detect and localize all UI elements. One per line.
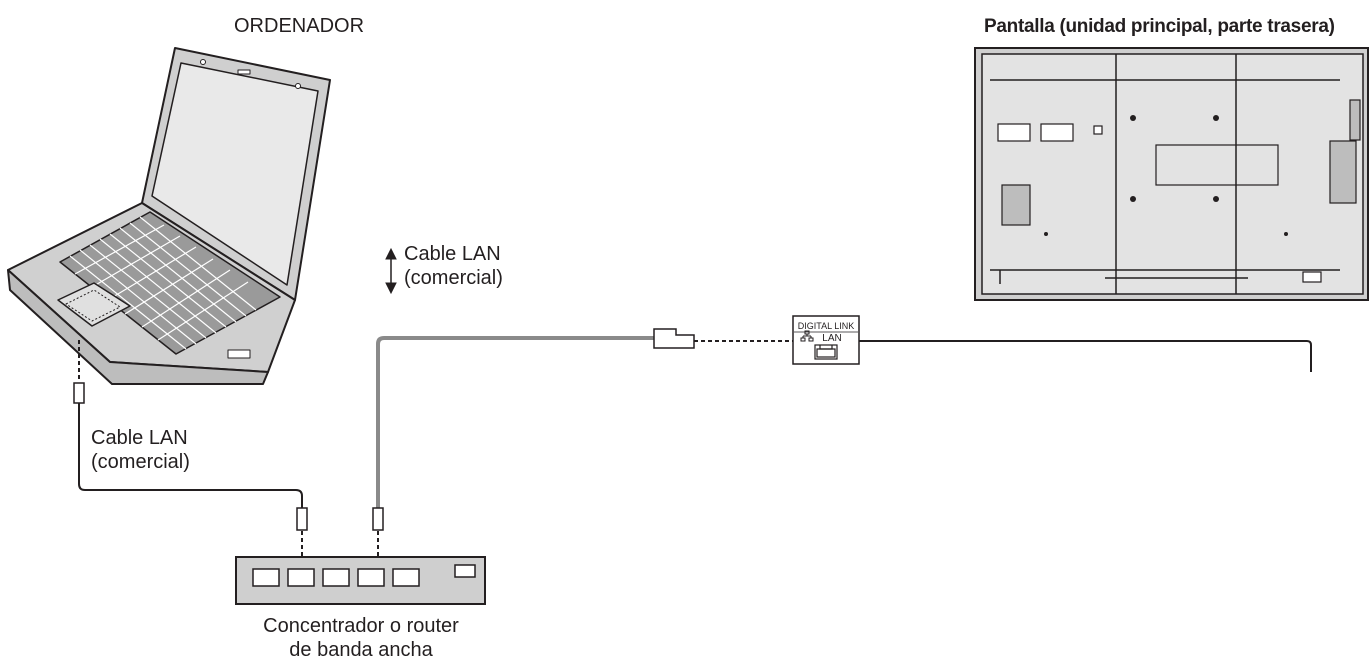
- lan-jack-icon: [814, 344, 838, 360]
- double-arrow-icon: [385, 247, 397, 295]
- port-label-lan: LAN: [822, 333, 841, 344]
- hub-label-line2: de banda ancha: [289, 639, 433, 661]
- port-label-digital-link: DIGITAL LINK: [798, 321, 855, 331]
- cable-lan-sublabel-top: (comercial): [404, 267, 503, 289]
- display-lan-cable: [372, 328, 820, 568]
- laptop-illustration: [7, 47, 331, 385]
- digital-link-port-panel: [792, 315, 860, 365]
- display-internal-cable: [859, 340, 1312, 372]
- display-rear-panel: [974, 47, 1369, 301]
- hub-label-line1: Concentrador o router: [263, 615, 459, 637]
- cable-lan-sublabel-bottom: (comercial): [91, 451, 190, 473]
- cable-lan-label-bottom: Cable LAN: [91, 427, 188, 449]
- display-title: Pantalla (unidad principal, parte traser…: [984, 16, 1335, 37]
- network-icon: [800, 330, 814, 342]
- cable-lan-label-top: Cable LAN: [404, 243, 501, 265]
- hub-router-illustration: [235, 556, 486, 605]
- computer-title: ORDENADOR: [234, 15, 365, 37]
